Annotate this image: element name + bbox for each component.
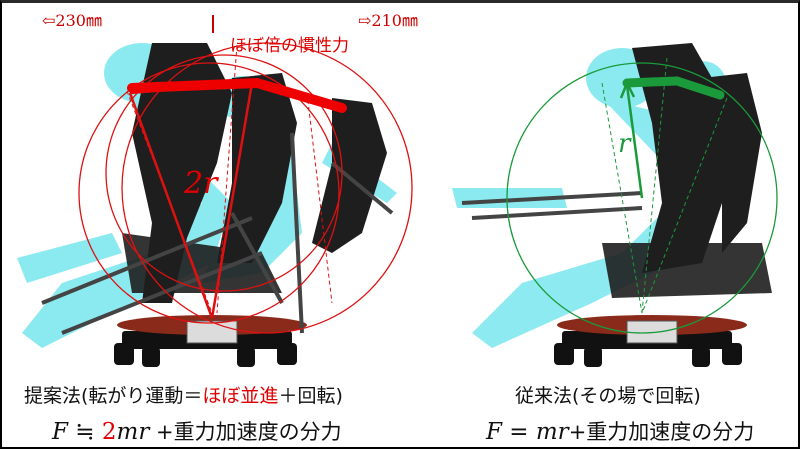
radius-2r-label: 2r — [184, 166, 218, 201]
radius-r-label: r — [618, 129, 631, 159]
motion-circles — [78, 42, 413, 334]
right-offset-label: ⇨210㎜ — [358, 11, 418, 30]
eq-mr: mr — [116, 419, 150, 445]
support-rods-right — [461, 191, 643, 220]
eq2-lhs: F — [486, 419, 502, 445]
figure-illustration — [17, 15, 778, 367]
caption-highlight: ほぼ並進 — [202, 385, 279, 407]
inertia-arrows-right — [622, 76, 725, 100]
caption-prefix: 提案法(転がり運動＝ — [24, 385, 203, 407]
conventional-method-caption: 従来法(その場で回転) — [515, 385, 701, 407]
proposed-method-illustration — [17, 15, 413, 367]
left-offset-label: ⇦230㎜ — [42, 11, 102, 30]
motion-circle-right — [506, 62, 778, 334]
caption-suffix: ＋回転) — [278, 385, 343, 407]
eq-rest: +重力加速度の分力 — [149, 420, 342, 444]
base-casters-right — [554, 331, 742, 367]
conventional-method-illustration — [452, 43, 778, 367]
conventional-equation: F = mr+重力加速度の分力 — [486, 416, 754, 446]
eq-coef: 2 — [101, 419, 117, 445]
eq2-rest: +重力加速度の分力 — [568, 420, 755, 444]
eq2-mr: mr — [535, 419, 569, 445]
eq-lhs: F — [52, 419, 68, 445]
eq-rel: ≒ — [67, 419, 102, 445]
eq2-rel: = — [501, 419, 536, 445]
inertia-force-label: ほぼ倍の慣性力 — [230, 36, 349, 56]
inertia-arrows — [127, 78, 347, 113]
base-box — [186, 320, 238, 344]
guide-lines-right — [601, 57, 728, 314]
proposed-method-caption: 提案法(転がり運動＝ほぼ並進＋回転) — [24, 381, 343, 408]
proposed-equation: F ≒ 2mr +重力加速度の分力 — [52, 416, 342, 446]
